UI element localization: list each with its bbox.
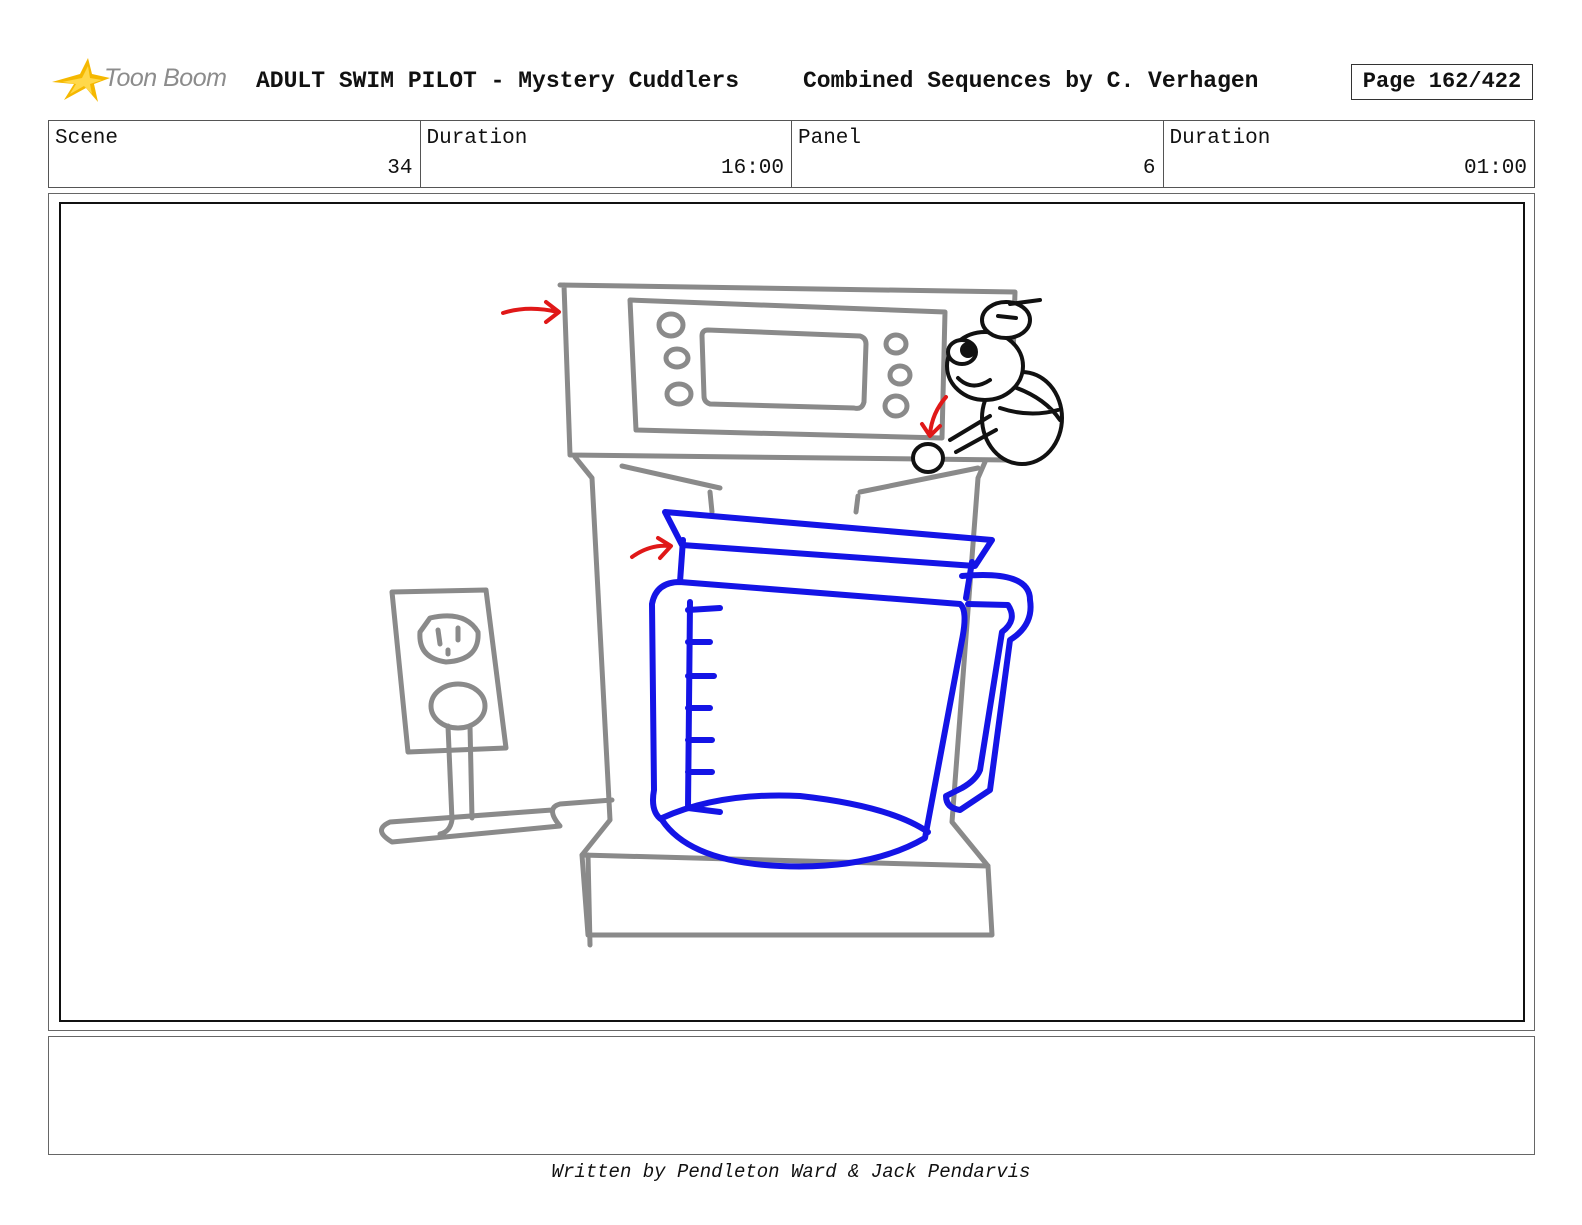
scene-duration-cell: Duration 16:00 (421, 121, 792, 187)
storyboard-title: ADULT SWIM PILOT - Mystery Cuddlers (256, 68, 740, 94)
scene-value: 34 (387, 157, 413, 180)
panel-label: Panel (798, 127, 862, 150)
scene-label: Scene (55, 127, 119, 150)
footer-credit: Written by Pendleton Ward & Jack Pendarv… (551, 1161, 1031, 1183)
panel-duration-cell: Duration 01:00 (1164, 121, 1535, 187)
page-indicator: Page 162/422 (1351, 64, 1533, 100)
panel-value: 6 (1142, 157, 1156, 180)
scene-duration-label: Duration (426, 127, 528, 150)
scene-duration-value: 16:00 (720, 157, 784, 180)
panel-notes-box (48, 1036, 1535, 1155)
storyboard-subtitle: Combined Sequences by C. Verhagen (803, 68, 1259, 94)
panel-frame (59, 202, 1525, 1022)
toon-boom-logo-icon (52, 58, 110, 102)
panel-frame-outer (48, 193, 1535, 1031)
logo-text: Toon Boom (104, 64, 227, 92)
scene-info-row: Scene 34 Duration 16:00 Panel 6 Duration… (48, 120, 1535, 188)
panel-cell: Panel 6 (792, 121, 1164, 187)
scene-cell: Scene 34 (49, 121, 421, 187)
panel-duration-value: 01:00 (1463, 157, 1527, 180)
panel-duration-label: Duration (1169, 127, 1271, 150)
